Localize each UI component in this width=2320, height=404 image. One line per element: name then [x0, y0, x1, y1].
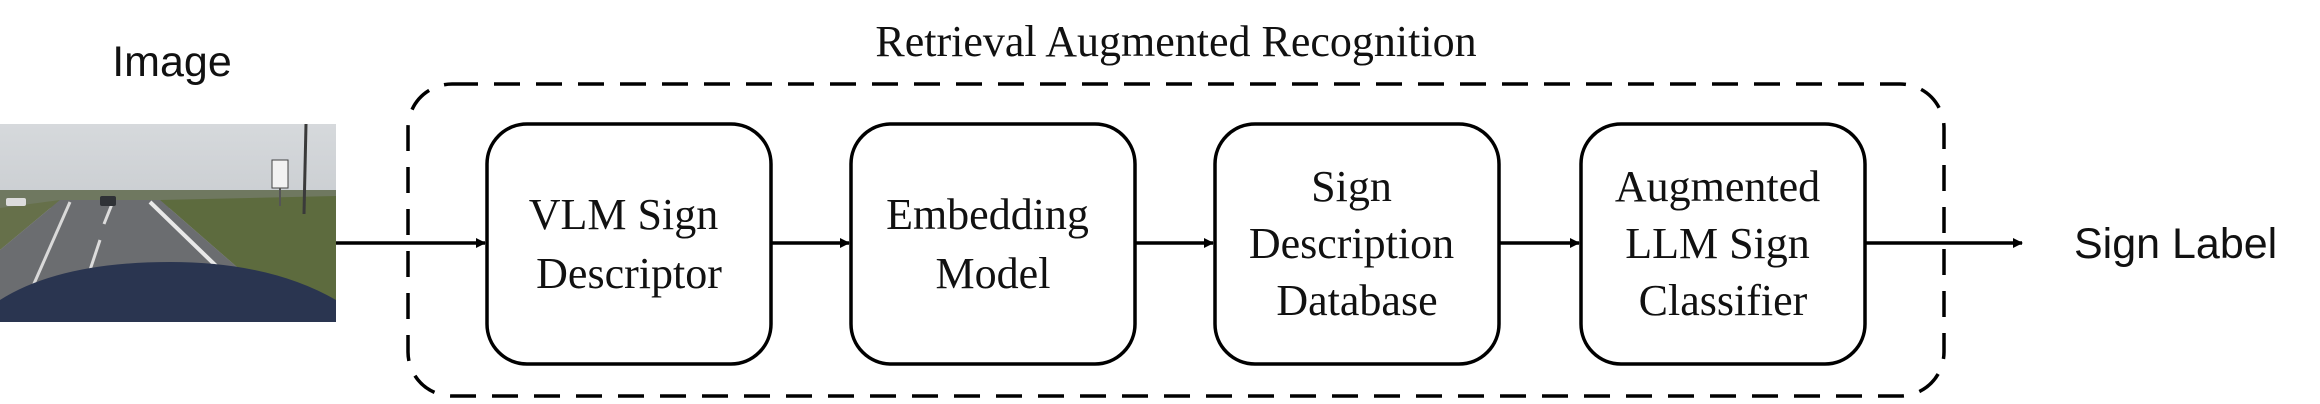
box-label-line: Sign	[1311, 162, 1392, 211]
svg-text:Sign Description D: Sign Description Database	[1249, 162, 1465, 325]
box-label-line: Classifier	[1639, 276, 1808, 325]
box-label-line: Embedding	[886, 190, 1089, 239]
augmented-llm-sign-classifier-box: Augmented LLM Sign Classifier	[1579, 122, 1867, 366]
box-label-line: LLM Sign	[1625, 219, 1810, 268]
box-label-line: Augmented	[1615, 162, 1820, 211]
svg-text:Embedding Model: Embedding Model	[886, 190, 1100, 298]
box-label-line: VLM Sign	[529, 190, 718, 239]
retrieval-group-box	[406, 82, 1946, 398]
box-label-line: Descriptor	[536, 249, 722, 298]
svg-text:Augmented LLM Sign: Augmented LLM Sign Classifier	[1615, 162, 1831, 325]
box-label-line: Description	[1249, 219, 1454, 268]
group-title: Retrieval Augmented Recognition	[875, 17, 1476, 66]
box-label-line: Database	[1276, 276, 1437, 325]
input-label: Image	[112, 38, 232, 86]
embedding-model-box: Embedding Model	[849, 122, 1137, 366]
box-label-line: Model	[936, 249, 1051, 298]
svg-text:VLM Sign Descriptor: VLM Sign Descriptor	[529, 190, 729, 298]
output-label: Sign Label	[2074, 220, 2277, 268]
vlm-sign-descriptor-box: VLM Sign Descriptor	[485, 122, 773, 366]
sign-description-database-box: Sign Description Database	[1213, 122, 1501, 366]
road-scene-image	[0, 124, 336, 322]
